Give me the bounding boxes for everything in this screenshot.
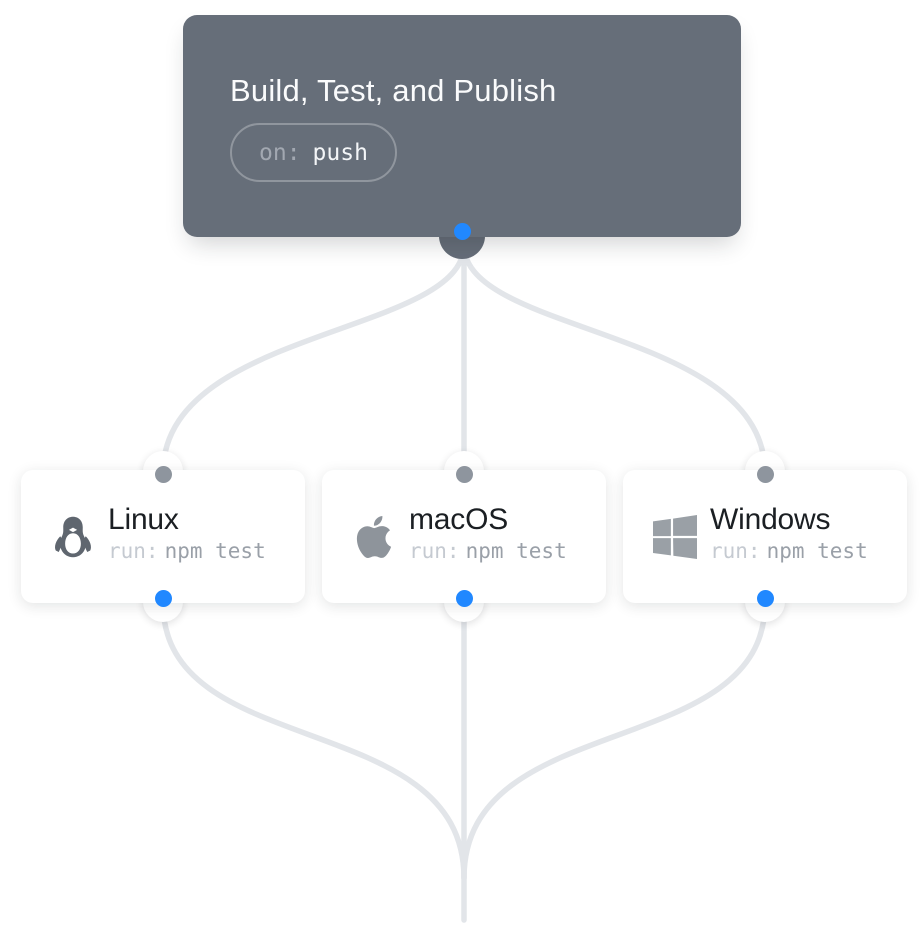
job-run-key: run: xyxy=(409,539,460,564)
job-run-command: run:npm test xyxy=(710,539,868,563)
job-run-value: npm test xyxy=(766,539,868,564)
trigger-pill: on: push xyxy=(230,123,397,182)
job-card-face xyxy=(623,470,907,603)
edge-linux-down xyxy=(160,600,467,881)
job-run-command: run:npm test xyxy=(108,539,266,563)
job-run-key: run: xyxy=(108,539,159,564)
linux-penguin-icon xyxy=(47,511,99,563)
trigger-key-label: on: xyxy=(259,139,301,166)
job-run-command: run:npm test xyxy=(409,539,567,563)
workflow-title: Build, Test, and Publish xyxy=(230,73,557,108)
trigger-output-port xyxy=(453,223,471,240)
job-name: Linux xyxy=(108,502,179,536)
job-input-port xyxy=(455,466,473,483)
job-run-value: npm test xyxy=(465,539,567,564)
job-output-port xyxy=(154,590,172,607)
job-input-port xyxy=(756,466,774,483)
edge-windows-down xyxy=(461,600,768,881)
edge-trigger-to-linux xyxy=(160,242,467,476)
job-card-macos[interactable]: macOS run:npm test xyxy=(322,451,606,622)
job-card-windows[interactable]: Windows run:npm test xyxy=(623,451,907,622)
trigger-value-label: push xyxy=(312,139,368,166)
job-card-face xyxy=(21,470,305,603)
trigger-card-face: Build, Test, and Publish on: push xyxy=(183,15,741,237)
job-run-key: run: xyxy=(710,539,761,564)
workflow-trigger-card[interactable]: Build, Test, and Publish on: push xyxy=(183,15,741,259)
job-output-port xyxy=(455,590,473,607)
job-card-linux[interactable]: Linux run:npm test xyxy=(21,451,305,622)
job-input-port xyxy=(154,466,172,483)
job-run-value: npm test xyxy=(164,539,266,564)
edge-trigger-to-windows xyxy=(461,242,768,476)
apple-icon xyxy=(348,513,400,561)
job-output-port xyxy=(756,590,774,607)
job-name: Windows xyxy=(710,502,831,536)
job-name: macOS xyxy=(409,502,509,536)
windows-icon xyxy=(649,514,701,559)
